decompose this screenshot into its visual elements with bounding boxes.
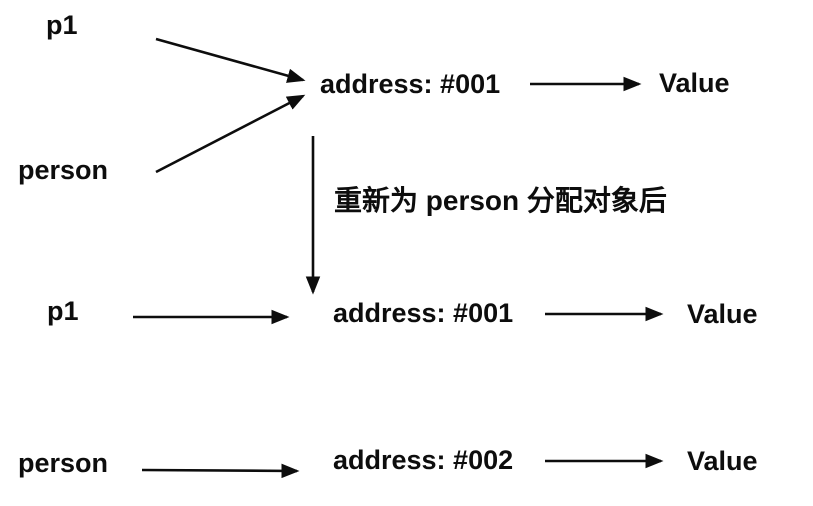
before-address-001-label: address: #001 xyxy=(320,69,501,99)
after-person-value-label: Value xyxy=(687,446,758,476)
after-person-address-002-label: address: #002 xyxy=(333,445,514,475)
transition-caption: 重新为 person 分配对象后 xyxy=(334,185,667,216)
before-p1-label: p1 xyxy=(46,10,78,40)
arrow-person-to-address002-after xyxy=(141,463,300,479)
after-p1-address-001-label: address: #001 xyxy=(333,298,514,328)
before-person-label: person xyxy=(18,155,109,185)
before-value-label: Value xyxy=(659,68,730,98)
after-p1-value-label: Value xyxy=(687,299,758,329)
after-p1-label: p1 xyxy=(47,296,79,326)
arrow-person-to-address001-before xyxy=(155,94,306,174)
arrow-p1-to-address001-before xyxy=(155,37,306,83)
after-person-label: person xyxy=(18,448,109,478)
